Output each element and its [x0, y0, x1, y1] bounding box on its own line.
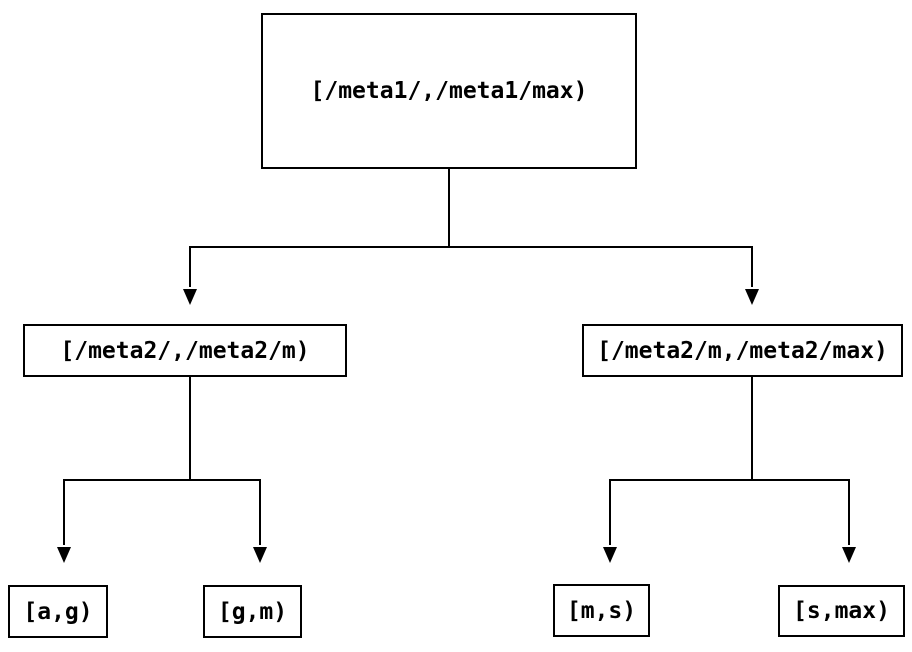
node-leaf-range-gm: [g,m) — [203, 585, 302, 638]
node-leaf-range-smax: [s,max) — [778, 585, 905, 637]
arrow-down-icon — [57, 547, 71, 563]
node-leaf-range-ag: [a,g) — [8, 585, 108, 638]
arrow-down-icon — [745, 289, 759, 305]
node-leaf-ag-label: [a,g) — [23, 598, 93, 625]
arrow-down-icon — [183, 289, 197, 305]
arrow-down-icon — [842, 547, 856, 563]
node-root-label: [/meta1/,/meta1/max) — [310, 78, 588, 104]
node-leaf-range-ms: [m,s) — [553, 584, 650, 637]
node-meta2-left-label: [/meta2/,/meta2/m) — [60, 337, 310, 364]
node-meta2-right-label: [/meta2/m,/meta2/max) — [597, 337, 888, 364]
node-meta2-right-range: [/meta2/m,/meta2/max) — [582, 324, 903, 377]
node-leaf-ms-label: [m,s) — [566, 597, 637, 624]
node-root-range: [/meta1/,/meta1/max) — [261, 13, 637, 169]
node-leaf-smax-label: [s,max) — [793, 598, 890, 624]
arrow-down-icon — [603, 547, 617, 563]
node-leaf-gm-label: [g,m) — [217, 598, 288, 625]
node-meta2-left-range: [/meta2/,/meta2/m) — [23, 324, 347, 377]
arrow-down-icon — [253, 547, 267, 563]
